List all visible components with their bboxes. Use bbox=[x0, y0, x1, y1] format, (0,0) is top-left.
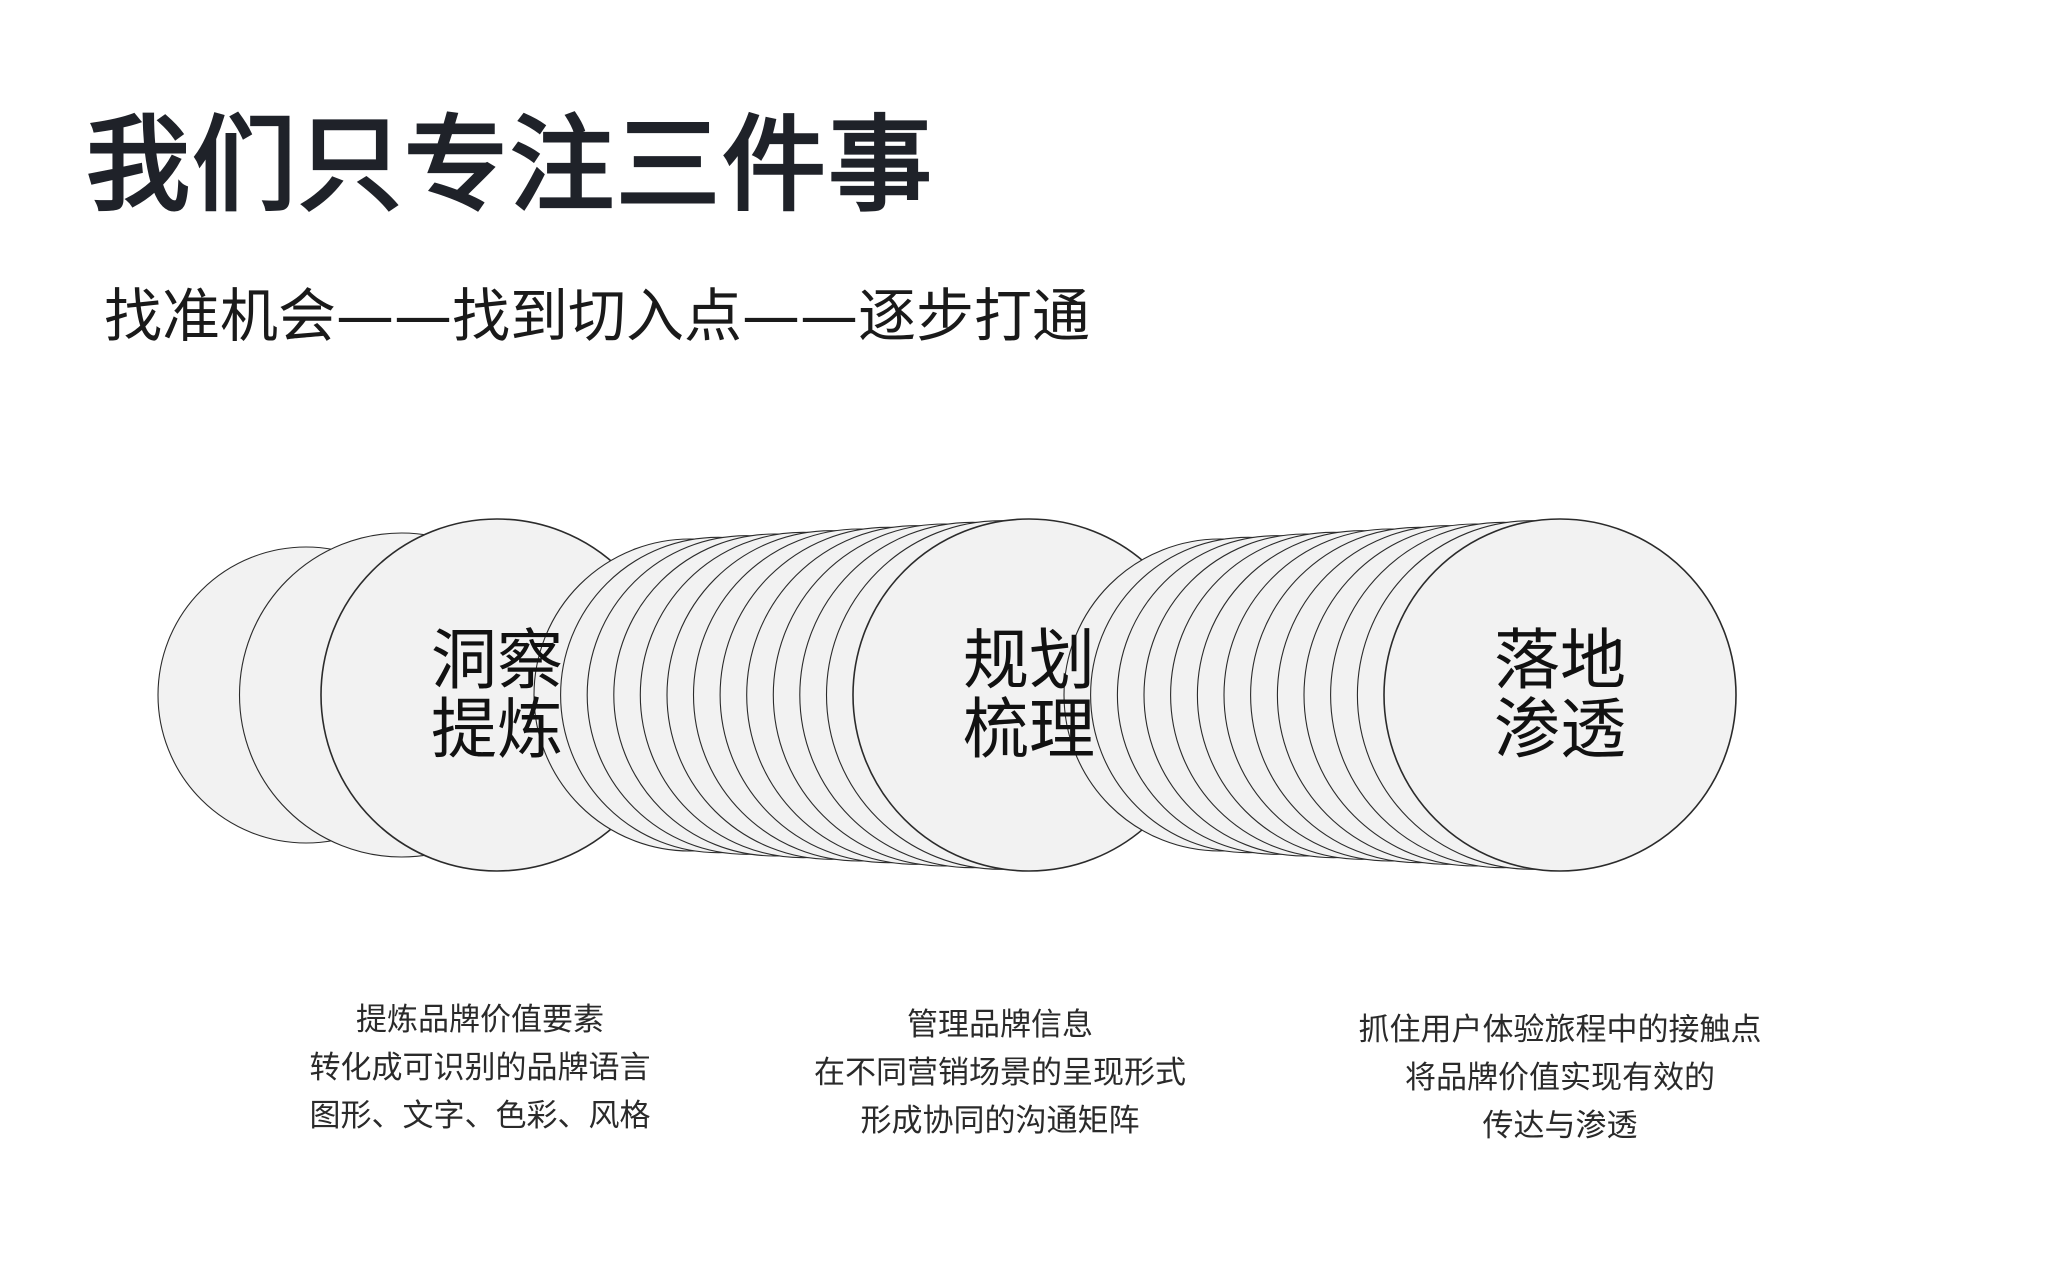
stage-3-label-line-2: 渗透 bbox=[1494, 691, 1626, 768]
stage-description-3: 抓住用户体验旅程中的接触点 将品牌价值实现有效的 传达与渗透 bbox=[1250, 1006, 1870, 1150]
stage-1-label-line-1: 洞察 bbox=[431, 622, 563, 699]
stage-3-desc-line-2: 将品牌价值实现有效的 bbox=[1405, 1060, 1715, 1096]
stage-3-label-line-1: 落地 bbox=[1494, 622, 1626, 699]
stage-1-desc-line-1: 提炼品牌价值要素 bbox=[356, 1002, 604, 1038]
stage-description-1: 提炼品牌价值要素 转化成可识别的品牌语言 图形、文字、色彩、风格 bbox=[170, 996, 790, 1140]
stage-3-circle bbox=[1383, 518, 1737, 872]
stage-2-desc-line-1: 管理品牌信息 bbox=[907, 1007, 1093, 1043]
stage-2-desc-line-3: 形成协同的沟通矩阵 bbox=[860, 1103, 1140, 1139]
stage-1-desc-line-3: 图形、文字、色彩、风格 bbox=[309, 1098, 651, 1134]
stage-2-label-line-2: 梳理 bbox=[963, 691, 1095, 768]
stage-2-desc-line-2: 在不同营销场景的呈现形式 bbox=[814, 1055, 1186, 1091]
stage-1-label-line-2: 提炼 bbox=[431, 691, 563, 768]
stage-3-desc-line-1: 抓住用户体验旅程中的接触点 bbox=[1358, 1012, 1762, 1048]
stage-description-2: 管理品牌信息 在不同营销场景的呈现形式 形成协同的沟通矩阵 bbox=[690, 1001, 1310, 1145]
stage-2-label-line-1: 规划 bbox=[963, 622, 1095, 699]
stage-3-desc-line-3: 传达与渗透 bbox=[1482, 1108, 1638, 1144]
stage-tubes bbox=[157, 518, 1737, 872]
page-subtitle: 找准机会——找到切入点——逐步打通 bbox=[104, 282, 1091, 350]
page-title: 我们只专注三件事 bbox=[86, 104, 935, 226]
stage-1-desc-line-2: 转化成可识别的品牌语言 bbox=[309, 1050, 651, 1086]
